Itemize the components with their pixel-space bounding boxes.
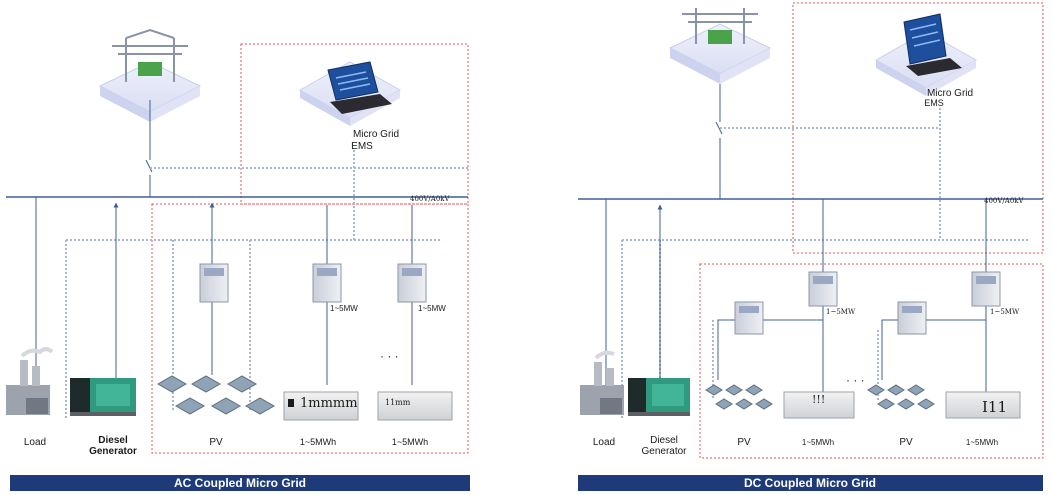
ac-pv-label: PV	[209, 437, 223, 448]
ac-pcs-icon-1	[312, 263, 342, 303]
ac-title-banner	[10, 475, 470, 491]
dc-battery-mark-2: I11	[982, 398, 1007, 416]
ac-pv-array-icon	[156, 375, 276, 415]
dc-storage-label-1: 1~5MWh	[802, 438, 834, 447]
dc-title-banner	[578, 475, 1043, 491]
dc-diesel-generator-icon	[628, 378, 690, 416]
dc-rating-2: 1~5MW	[990, 308, 1020, 316]
ac-bus-label: 400V/A0kV	[410, 195, 451, 203]
utility-grid-icon	[98, 28, 202, 130]
dc-grid-switch	[715, 84, 723, 199]
dc-pcs-icon-2	[971, 271, 1001, 307]
dc-battery-mark-1: !!!	[812, 393, 825, 406]
ac-grid-switch	[145, 130, 153, 197]
ac-rating-1: 1~5MW	[330, 304, 358, 313]
diesel-generator-icon	[70, 378, 136, 416]
dc-ems-label-2: EMS	[924, 98, 944, 108]
dc-utility-grid-icon	[668, 8, 772, 84]
dc-ems-boundary	[792, 2, 1044, 254]
dc-generation-boundary	[699, 263, 1044, 459]
ac-load-label: Load	[24, 437, 46, 448]
ems-laptop-icon	[298, 61, 402, 126]
dc-ems-label-1: Micro Grid	[927, 88, 973, 99]
ac-ems-label-1: Micro Grid	[353, 129, 399, 140]
dc-pv-array-icon-2	[867, 384, 935, 410]
ac-battery-mark-1: 1mmmm	[300, 396, 358, 411]
ac-battery-container-1: 1mmmm	[283, 391, 359, 421]
dc-diesel-label-2: Generator	[641, 446, 687, 457]
ac-pv-inverter-icon	[199, 263, 229, 303]
load-factory-icon	[6, 347, 54, 415]
ac-generation-boundary	[151, 203, 469, 454]
ac-panel: Micro Grid EMS 400V/A0kV 1~5MW 1~5MW	[6, 28, 470, 491]
ac-diesel-label-1: Diesel	[98, 435, 128, 446]
dc-ems-laptop-icon	[874, 13, 978, 96]
ac-ellipsis: · · ·	[380, 349, 399, 363]
dc-battery-container-1: !!!	[783, 391, 855, 419]
dc-panel: Micro Grid EMS 400V/A0kV 1~5MW 1~5MW	[578, 2, 1044, 491]
ac-storage-label-2: 1~5MWh	[392, 437, 428, 447]
dc-rating-1: 1~5MW	[826, 308, 856, 316]
dc-diesel-label-1: Diesel	[650, 435, 678, 446]
ac-battery-mark-2: 11mm	[385, 398, 411, 407]
dc-dc-link-2	[881, 319, 986, 380]
dc-pcs-icon-1	[808, 271, 838, 307]
dc-title: DC Coupled Micro Grid	[744, 476, 876, 490]
dc-storage-label-2: 1~5MWh	[966, 438, 998, 447]
dc-dc-converter-icon-2	[897, 301, 927, 335]
dc-load-factory-icon	[580, 350, 624, 415]
ac-comm-line	[65, 150, 470, 420]
ac-pcs-icon-2	[397, 263, 427, 303]
ac-battery-container-2: 11mm	[377, 391, 453, 421]
ac-title: AC Coupled Micro Grid	[174, 476, 306, 490]
ac-rating-2: 1~5MW	[418, 304, 446, 313]
ac-diesel-label-2: Generator	[89, 446, 137, 457]
dc-dc-link-1	[717, 319, 823, 380]
ac-storage-label-1: 1~5MWh	[300, 437, 336, 447]
dc-dc-converter-icon-1	[734, 301, 764, 335]
dc-battery-container-2: I11	[945, 391, 1021, 419]
dc-pv-label-2: PV	[899, 437, 913, 448]
dc-bus-label: 400V/A0kV	[984, 197, 1025, 205]
dc-pv-label-1: PV	[737, 437, 751, 448]
dc-ellipsis: · · ·	[846, 373, 865, 387]
dc-pv-array-icon-1	[705, 384, 773, 410]
ac-ems-label-2: EMS	[351, 141, 373, 152]
dc-load-label: Load	[593, 437, 615, 448]
